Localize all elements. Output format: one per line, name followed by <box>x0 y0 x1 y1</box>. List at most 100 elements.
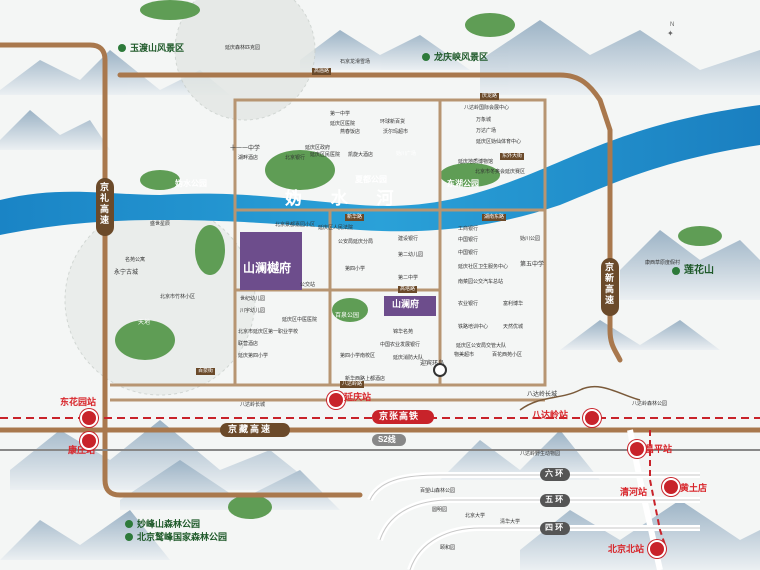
road-label: 百泉街 <box>196 368 216 375</box>
landmark-label: 妫川广场 <box>396 151 417 157</box>
landmark-label: 天然优城 <box>503 324 524 330</box>
landmark-label: 第四小学 <box>345 266 366 272</box>
label-longqingxia: 龙庆峡风景区 <box>434 52 489 62</box>
landmark-label: 百泉公园 <box>335 313 360 319</box>
guishui-river <box>0 105 760 235</box>
station-yanqing: 延庆站 <box>344 392 372 402</box>
landmark-label: 圆明园 <box>432 507 448 513</box>
label-guishui-park: 妫水公园 <box>175 179 207 188</box>
river-name: 妫 水 河 <box>285 189 406 208</box>
landmark-label: 百花西苑小区 <box>492 352 523 358</box>
landmark-label: 延庆区民医院 <box>310 152 341 158</box>
road-label: 新华路 <box>345 214 365 221</box>
landmark-label: 第四小学南校区 <box>340 353 376 359</box>
label-miaofengshan: 妙峰山森林公园 <box>137 519 201 529</box>
landmark-label: 清华大学 <box>500 519 521 525</box>
scenic-icon <box>422 53 430 61</box>
station-icon <box>583 409 601 427</box>
landmark-label: 新华西路上都酒店 <box>345 376 386 382</box>
landmark-label: 万达广场 <box>476 128 497 134</box>
station-kangzhuang: 康庄站 <box>68 445 96 455</box>
jingli-highway-sign <box>96 178 114 236</box>
landmark-label: 第二幼儿园 <box>398 252 424 258</box>
station-icon <box>80 432 98 450</box>
landmark-label: 第二中学 <box>398 275 419 281</box>
label-ring5: 五 环 <box>545 495 564 504</box>
station-huangtudian: 黄土店 <box>680 483 708 493</box>
label-yingbin-roundabout: 迎宾环岛 <box>420 361 445 367</box>
landmark-label: 天地 <box>138 320 151 326</box>
project-second-name: 山澜府 <box>392 299 420 309</box>
landmark-label: 联营酒店 <box>238 341 259 347</box>
label-jingxin: 京新高速 <box>604 262 614 306</box>
landmark-label: 盛世星辰 <box>150 221 171 227</box>
scenic-icon <box>125 520 133 528</box>
landmark-label: 八达岭国际会展中心 <box>464 105 510 111</box>
landmark-label: 百望山森林公园 <box>420 488 456 494</box>
scenic-icon <box>125 533 133 541</box>
jingzhang-railway-sign <box>372 410 434 424</box>
landmark-label: 农业银行 <box>458 301 479 307</box>
scenic-icon <box>118 44 126 52</box>
scenic-icon <box>672 267 680 275</box>
landmark-label: 延庆区人民法院 <box>318 225 354 231</box>
road-label: 庆龙路 <box>480 93 500 100</box>
landmark-label: 颐和园 <box>440 545 456 551</box>
landmark-label: 延庆区妫仙体育中心 <box>476 139 522 145</box>
landmark-label: 锦华名苑 <box>393 329 414 335</box>
landmark-label: 第一中学 <box>330 111 351 117</box>
landmark-label: 湖畔酒店 <box>238 155 259 161</box>
landmark-label: 延庆区中医医院 <box>282 317 318 323</box>
landmark-label: 第五中学 <box>520 262 545 268</box>
landmark-label: 环球新百货 <box>380 119 406 125</box>
label-donghu-park: 东湖公园 <box>447 179 479 188</box>
landmark-label: 延庆社区卫生服务中心 <box>458 264 509 270</box>
landmark-label: 永宁古城 <box>114 270 139 276</box>
label-badaling-forest: 八达岭森林公园 <box>632 401 668 407</box>
label-yudushan: 玉渡山风景区 <box>130 43 185 53</box>
landmark-label: 北京市延庆区第一职业学校 <box>238 329 299 335</box>
station-icon <box>80 409 98 427</box>
landmark-label: 铁路培训中心 <box>458 324 489 330</box>
project-main-name: 山澜樾府 <box>243 261 292 275</box>
landmark-label: 川宇幼儿园 <box>240 308 266 314</box>
label-shijinglong: 石京龙滑雪场 <box>340 59 371 65</box>
label-yanqing-forest: 延庆森林匹克园 <box>225 45 261 51</box>
parks <box>115 0 722 519</box>
station-icon <box>628 440 646 458</box>
landmark-label: 公安局延庆分局 <box>338 239 374 245</box>
landmark-label: 十一一中学 <box>230 146 261 152</box>
landmark-label: 北京市冬奥会延庆赛区 <box>475 169 526 175</box>
station-icon <box>327 391 345 409</box>
landmark-label: 中国银行 <box>458 237 479 243</box>
landmark-label: 名苑公寓 <box>125 257 146 263</box>
landmark-label: 妫川公园 <box>520 236 541 242</box>
jingxin-highway-sign <box>601 258 619 316</box>
label-jiufengshan: 北京鹫峰国家森林公园 <box>137 532 228 542</box>
landmark-label: 沃尔玛超市 <box>383 129 409 135</box>
label-s2: S2线 <box>378 435 396 444</box>
landmark-label: 物美超市 <box>454 352 475 358</box>
ring4-sign <box>540 522 570 535</box>
landmark-label: 延庆区公安局交管大队 <box>456 343 507 349</box>
ring6-sign <box>540 468 570 481</box>
label-badaling-wildlife: 八达岭野生动物园 <box>520 451 561 457</box>
station-icon <box>648 540 666 558</box>
station-qinghe: 清河站 <box>620 487 648 497</box>
compass-icon: ✦ <box>667 29 674 38</box>
label-jingzang: 京藏高速 <box>228 424 273 434</box>
landmark-label: 北京银行 <box>285 155 306 161</box>
landmark-label: 延庆地质博物馆 <box>458 159 494 165</box>
label-kangxi: 康西草原度假村 <box>645 260 681 266</box>
station-badaling: 八达岭站 <box>532 410 569 420</box>
label-badaling-changcheng: 八达岭长城 <box>527 392 558 398</box>
station-icon <box>662 478 680 496</box>
compass-label: N <box>670 22 675 28</box>
landmark-label: 北京景都嘉园小区 <box>275 222 316 228</box>
jingzang-highway-sign <box>220 423 290 437</box>
label-ring6: 六 环 <box>545 469 564 478</box>
landmark-label: 延庆第四小学 <box>238 353 269 359</box>
s2-sign <box>372 434 406 446</box>
